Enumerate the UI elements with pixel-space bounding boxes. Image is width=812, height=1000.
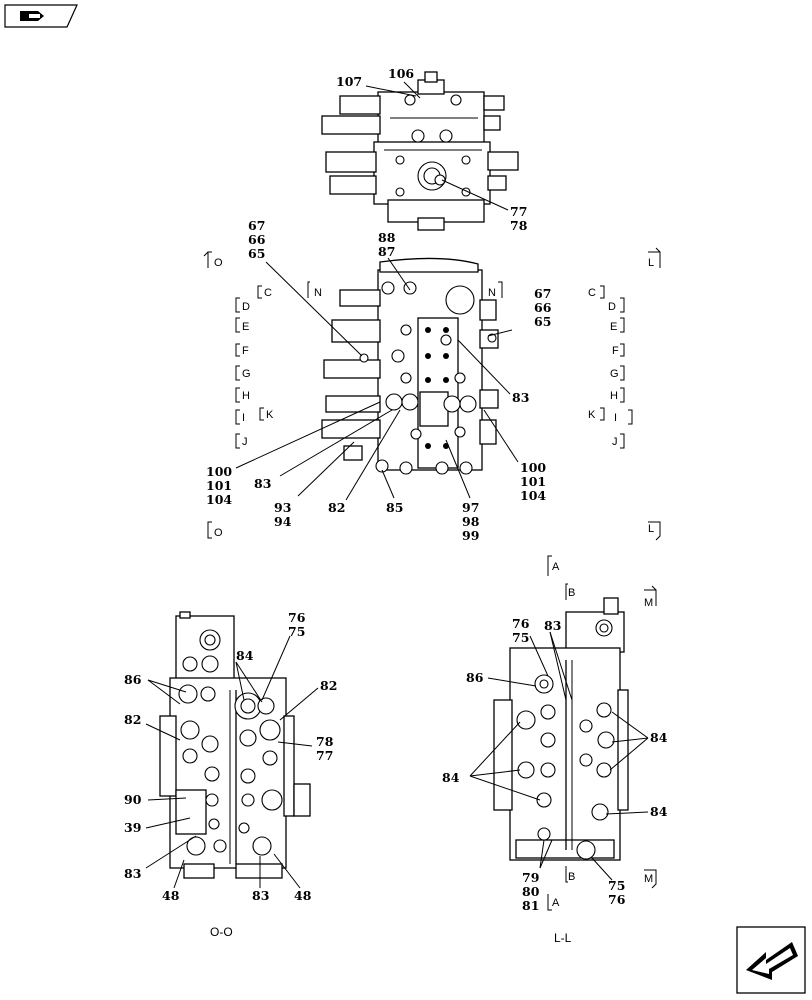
- callout-67-left: 67: [248, 218, 265, 233]
- callout-81-ll: 81: [522, 898, 539, 913]
- callout-90-oo: 90: [124, 792, 142, 807]
- callout-98: 98: [462, 514, 480, 529]
- section-mark-m-top: M: [644, 597, 653, 609]
- section-mark-f-left: F: [242, 345, 249, 357]
- section-mark-j-left: J: [242, 436, 248, 448]
- callout-66-right: 66: [534, 300, 552, 315]
- page-forward-arrow-icon: [736, 926, 806, 994]
- callout-100-left: 100: [206, 464, 232, 479]
- callout-65-right: 65: [534, 314, 551, 329]
- section-mark-a-top: A: [552, 561, 560, 573]
- callout-84-ll-right: 84: [650, 730, 668, 745]
- section-mark-c-right: C: [588, 287, 596, 299]
- section-mark-l-top: L: [648, 257, 654, 269]
- oo-section-view: [145, 611, 319, 889]
- callout-75-ll-bottom: 75: [608, 878, 625, 893]
- section-mark-o-top: O: [214, 257, 223, 269]
- callout-83-oo-bottom: 83: [252, 888, 269, 903]
- section-markers: [203, 247, 661, 541]
- section-mark-d-right: D: [608, 301, 616, 313]
- callout-77-oo: 77: [316, 748, 333, 763]
- callout-93: 93: [274, 500, 291, 515]
- section-mark-i-right: I: [614, 412, 617, 424]
- top-view-valve: [321, 71, 519, 231]
- callout-78: 78: [510, 218, 528, 233]
- section-mark-j-right: J: [612, 436, 618, 448]
- callout-84-ll-left: 84: [442, 770, 460, 785]
- section-mark-a-bottom: A: [552, 897, 560, 909]
- section-mark-i-left: I: [242, 412, 245, 424]
- callout-82-oo-left: 82: [124, 712, 141, 727]
- callout-107: 107: [336, 74, 362, 89]
- callout-84-oo: 84: [236, 648, 254, 663]
- section-mark-f-right: F: [612, 345, 619, 357]
- section-mark-n-right: N: [488, 287, 496, 299]
- callout-66-left: 66: [248, 232, 266, 247]
- callout-86-ll: 86: [466, 670, 484, 685]
- section-mark-g-left: G: [242, 368, 251, 380]
- callout-83-right: 83: [512, 390, 529, 405]
- callout-82-oo-right: 82: [320, 678, 337, 693]
- section-mark-k-left: K: [266, 409, 274, 421]
- callout-76-ll-top: 76: [512, 616, 530, 631]
- callout-104-right: 104: [520, 488, 546, 503]
- section-mark-h-left: H: [242, 390, 250, 402]
- section-mark-b-top: B: [568, 587, 575, 599]
- section-mark-n-left: N: [314, 287, 322, 299]
- page-forward-button[interactable]: [736, 926, 806, 994]
- main-view-valve: [235, 257, 519, 501]
- callout-104-left: 104: [206, 492, 232, 507]
- callout-84-ll-lower: 84: [650, 804, 668, 819]
- callout-80-ll: 80: [522, 884, 540, 899]
- callout-75-oo: 75: [288, 624, 305, 639]
- callout-85: 85: [386, 500, 403, 515]
- caption-oo: O-O: [210, 925, 233, 939]
- ll-section-view: [469, 555, 657, 911]
- callout-79-ll: 79: [522, 870, 539, 885]
- section-mark-k-right: K: [588, 409, 596, 421]
- callout-100-right: 100: [520, 460, 546, 475]
- section-mark-e-left: E: [242, 321, 249, 333]
- callout-99: 99: [462, 528, 479, 543]
- callout-87: 87: [378, 244, 395, 259]
- callout-94: 94: [274, 514, 292, 529]
- callout-48-oo-right: 48: [294, 888, 312, 903]
- callout-101-left: 101: [206, 478, 232, 493]
- section-mark-c-left: C: [264, 287, 272, 299]
- callout-67-right: 67: [534, 286, 551, 301]
- callout-65-left: 65: [248, 246, 265, 261]
- callout-76-oo: 76: [288, 610, 306, 625]
- section-mark-h-right: H: [610, 390, 618, 402]
- book-arrow-button[interactable]: [4, 4, 78, 28]
- callout-83-oo-left: 83: [124, 866, 141, 881]
- callout-77: 77: [510, 204, 527, 219]
- section-mark-l-bottom: L: [648, 523, 654, 535]
- callout-86-oo: 86: [124, 672, 142, 687]
- book-arrow-icon: [4, 4, 78, 28]
- callout-82: 82: [328, 500, 345, 515]
- callout-48-oo-left: 48: [162, 888, 180, 903]
- callout-83-ll: 83: [544, 618, 561, 633]
- callout-76-ll-bottom: 76: [608, 892, 626, 907]
- section-mark-b-bottom: B: [568, 871, 575, 883]
- section-mark-e-right: E: [610, 321, 617, 333]
- callout-75-ll-top: 75: [512, 630, 529, 645]
- callout-83-left: 83: [254, 476, 271, 491]
- caption-ll: L-L: [554, 931, 572, 945]
- callout-101-right: 101: [520, 474, 546, 489]
- section-mark-m-bottom: M: [644, 873, 653, 885]
- section-mark-d-left: D: [242, 301, 250, 313]
- callout-106: 106: [388, 66, 414, 81]
- callout-39-oo: 39: [124, 820, 141, 835]
- section-mark-g-right: G: [610, 368, 619, 380]
- callout-78-oo: 78: [316, 734, 334, 749]
- callout-88: 88: [378, 230, 396, 245]
- callout-97: 97: [462, 500, 479, 515]
- section-mark-o-bottom: O: [214, 527, 223, 539]
